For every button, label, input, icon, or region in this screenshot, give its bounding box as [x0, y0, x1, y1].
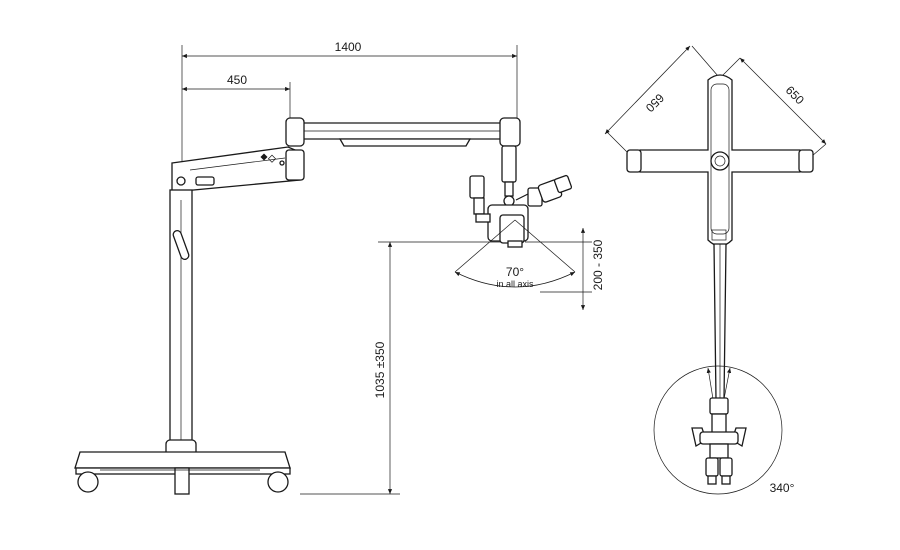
label-total-reach: 1400	[335, 40, 362, 54]
lower-arm	[171, 146, 305, 193]
dim-working-distance: 200 - 350	[525, 228, 605, 310]
upper-arm	[285, 117, 521, 147]
cross-base	[626, 74, 814, 247]
microscope-holder	[469, 145, 573, 248]
label-tilt-angle: 70°	[506, 265, 524, 279]
label-height: 1035 ±350	[373, 341, 387, 398]
label-first-arm: 450	[227, 73, 247, 87]
dim-base-right: 650	[721, 57, 827, 163]
label-base-left: 650	[643, 91, 667, 115]
dim-base-left: 650	[604, 45, 719, 161]
dim-height: 1035 ±350	[300, 241, 500, 495]
microscope-head-top	[691, 397, 747, 485]
top-arm	[713, 243, 727, 401]
label-base-right: 650	[783, 83, 807, 107]
label-working-distance: 200 - 350	[591, 239, 605, 290]
top-view: 650 650 340°	[604, 45, 827, 495]
dim-tilt-angle: 70° in all axis	[454, 219, 576, 289]
column	[165, 189, 197, 461]
base	[74, 451, 291, 495]
dim-first-arm: 450	[182, 73, 291, 120]
dim-total-reach: 1400	[181, 40, 518, 165]
side-view: 1400 450	[74, 40, 605, 495]
label-rotation: 340°	[770, 481, 795, 495]
label-tilt-note: in all axis	[496, 279, 534, 289]
